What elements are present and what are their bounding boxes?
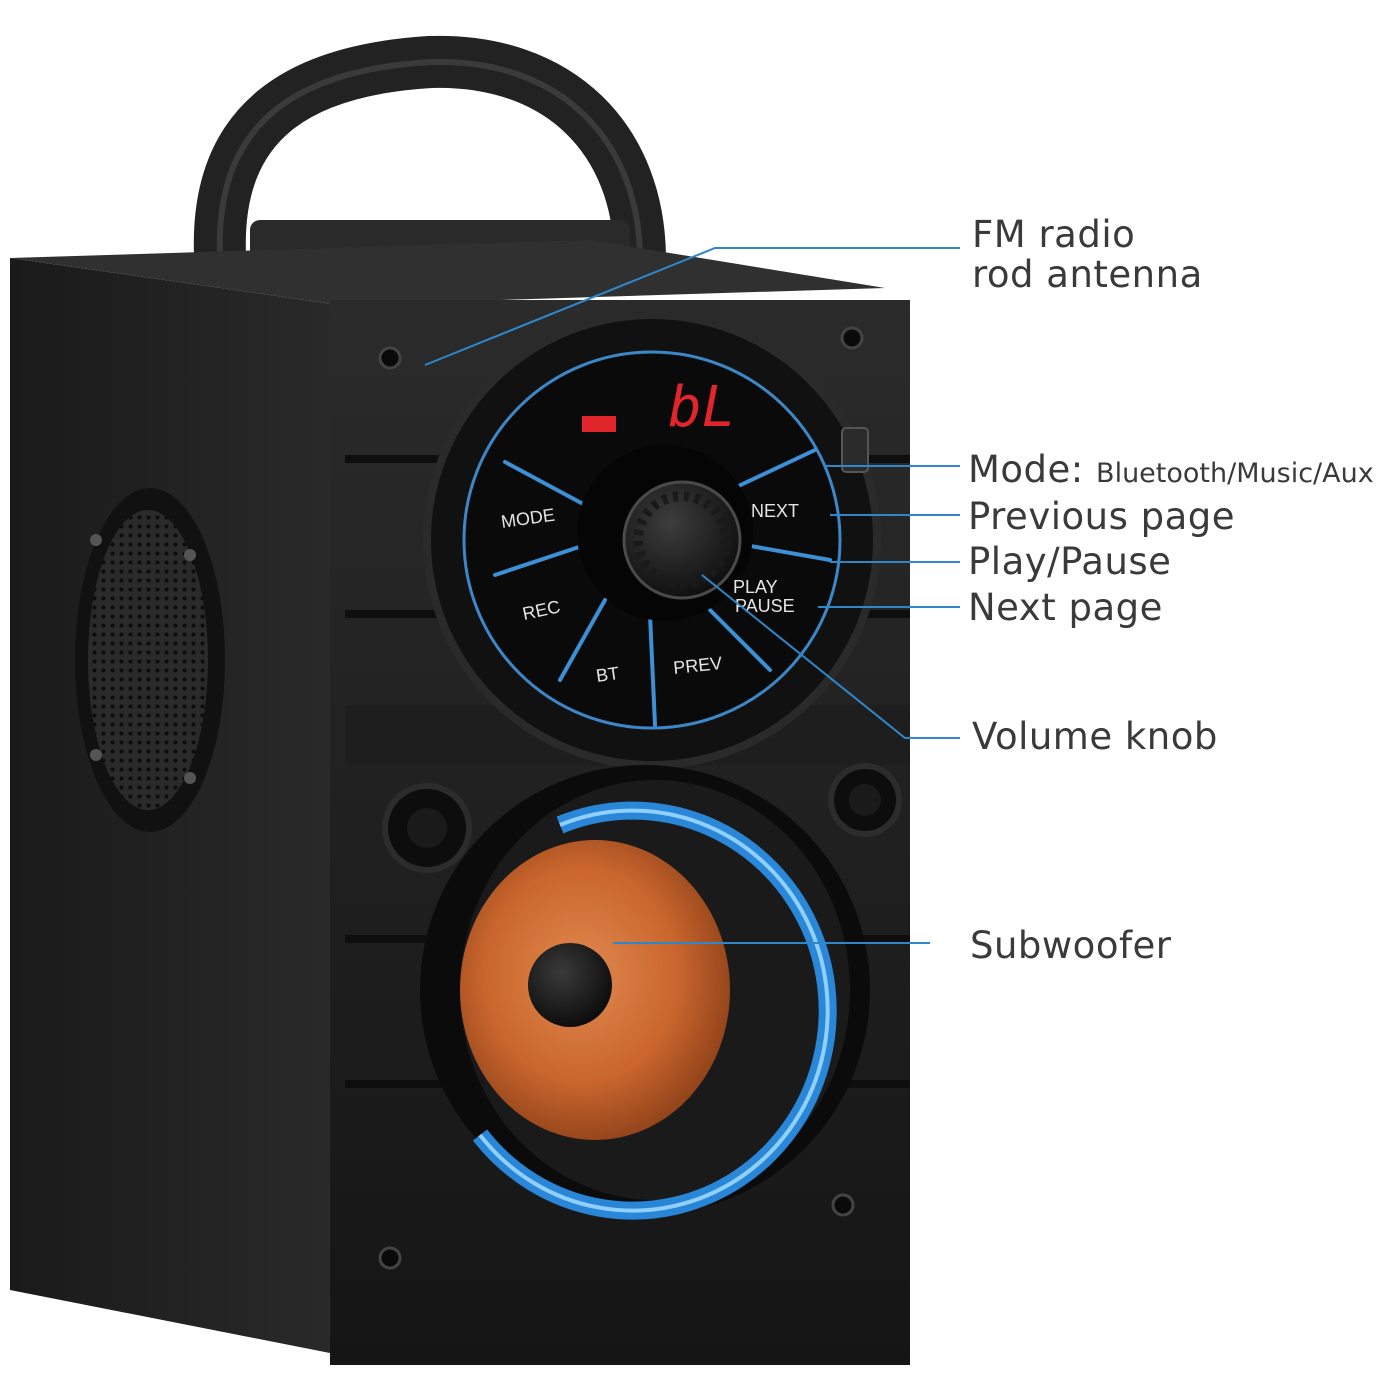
callout-leader-lines: [424, 247, 960, 944]
subwoofer: [420, 765, 870, 1220]
play-pause-callout: Play/Pause: [968, 540, 1172, 583]
led-display-text: bL: [668, 375, 735, 440]
screws: [378, 326, 864, 1270]
led-display: bL: [582, 375, 735, 440]
next-page-callout: Next page: [968, 586, 1163, 629]
side-switch[interactable]: [841, 427, 869, 473]
mode-callout-label: Mode:: [968, 448, 1084, 491]
fm-antenna-callout: FM radio rod antenna: [972, 215, 1203, 295]
volume-knob-callout: Volume knob: [972, 715, 1218, 758]
bt-button-label[interactable]: BT: [595, 663, 621, 686]
mode-callout: Mode: Bluetooth/Music/Aux: [968, 450, 1374, 494]
fm-antenna-line1: FM radio: [972, 213, 1136, 256]
previous-page-callout: Previous page: [968, 495, 1236, 538]
bass-ports: [382, 763, 902, 873]
fm-antenna-line2: rod antenna: [972, 253, 1203, 296]
play-button-label[interactable]: PLAY: [733, 577, 778, 597]
volume-knob[interactable]: [577, 445, 753, 621]
subwoofer-callout: Subwoofer: [970, 924, 1172, 967]
pause-button-label[interactable]: PAUSE: [735, 596, 795, 616]
mode-callout-sub: Bluetooth/Music/Aux: [1096, 458, 1374, 489]
cabinet-top: [10, 240, 885, 305]
next-button-label[interactable]: NEXT: [751, 501, 799, 521]
side-tweeter: [75, 488, 225, 832]
